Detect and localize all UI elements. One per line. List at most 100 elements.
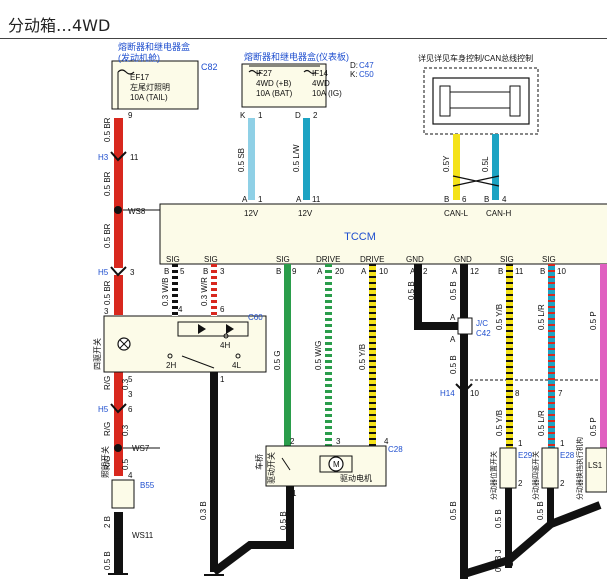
pin-a-2: A: [410, 267, 416, 276]
pin-10-h14: 10: [470, 389, 479, 398]
pin-2: 2: [423, 267, 428, 276]
wire-can-h: [492, 134, 499, 200]
term-6-mid: 6: [128, 405, 133, 414]
term-3-top-switch: 3: [104, 307, 109, 316]
term-3-h5: 3: [130, 268, 135, 277]
tccm-sig-4: SIG: [500, 255, 514, 264]
wire-p-label-b: 0.5 P: [589, 417, 598, 436]
wire-yb-11: [506, 264, 513, 450]
diode-block: [177, 321, 249, 337]
wire-03-label-1: 0.3: [121, 378, 130, 390]
term-d: D: [295, 111, 301, 120]
if27-rating: 10A (BAT): [256, 89, 293, 98]
tccm-pin-6: 6: [462, 195, 467, 204]
splice-ws7: [114, 444, 122, 452]
term-9: 9: [128, 111, 133, 120]
four-wd-switch-box: [103, 315, 267, 373]
wire-b-e29: [505, 488, 512, 568]
connector-h14-mark: [455, 383, 473, 394]
tccm-12v-2: 12V: [298, 209, 313, 218]
can-module-left-bar: [439, 85, 451, 117]
wire-sb-label: 0.5 SB: [237, 148, 246, 172]
diode-icon-2: [226, 324, 234, 334]
twisted-pair-icon: [452, 175, 500, 187]
splice-ws11: [114, 531, 122, 539]
pin-1-switch: 1: [220, 375, 225, 384]
act-pin-2: 2: [290, 437, 295, 446]
fd-mode-switch-box: [541, 447, 559, 489]
engine-fuse-box-sub: (发动机舱): [118, 52, 160, 63]
wire-2b-label: 2 B: [103, 516, 112, 528]
wire-yb-label-11a: 0.5 Y/B: [495, 304, 504, 330]
label-e28: E28: [560, 451, 575, 460]
splice-j: [505, 560, 513, 568]
wire-y-label: 0.5Y: [442, 155, 451, 172]
motor-label: 驱动电机: [340, 473, 372, 483]
pin-b-9: B: [276, 267, 281, 276]
if27-desc: 4WD (+B): [256, 79, 292, 88]
wire-wb-5: [172, 264, 178, 316]
wire-03-label-2: 0.3: [121, 424, 130, 436]
term-5-switch: 5: [128, 375, 133, 384]
label-c28: C28: [388, 445, 403, 454]
four-wd-switch-label: 四驱开关: [92, 338, 102, 370]
tccm-module: [159, 203, 607, 265]
if14-id: IF14: [312, 69, 329, 78]
pin-8: 8: [515, 389, 520, 398]
splice-ws8: [114, 206, 122, 214]
engine-fuse-box: [111, 60, 199, 110]
wire-b-from-switch: [210, 372, 218, 572]
fd-position-switch-label: 分动器位置开关: [489, 451, 498, 500]
tccm-sig-5: SIG: [542, 255, 556, 264]
panel-ref-d-label: D:: [350, 61, 358, 70]
can-note-text: 详见详见车身控制/CAN总线控制: [418, 53, 533, 63]
act-pin-1: 1: [292, 489, 297, 498]
tccm-pin-4: 4: [502, 195, 507, 204]
label-4h: 4H: [220, 341, 230, 350]
panel-ref-d: C47: [359, 61, 374, 70]
wire-05b-label-mid: 0.5 B: [279, 511, 288, 530]
wire-05bj-label: 0.5B J: [494, 549, 503, 572]
ef17-fuse-symbol: [117, 69, 135, 75]
label-ws8: WS8: [128, 207, 146, 216]
wire-05-label-1: 0.5: [121, 458, 130, 470]
wire-p-label-a: 0.5 P: [589, 311, 598, 330]
wire-05b-gnd12-label: 0.5 B: [449, 281, 458, 300]
can-note-dashed: [423, 67, 539, 135]
tccm-sig-2: SIG: [204, 255, 218, 264]
label-h5b: H5: [98, 405, 109, 414]
wire-br-label-2: 0.5 BR: [103, 171, 112, 196]
switch-contact-4l: [235, 353, 241, 359]
term-3-mid: 3: [128, 390, 133, 399]
tccm-can-l: CAN-L: [444, 209, 469, 218]
term-11-h3: 11: [130, 153, 139, 162]
fd-actuator-label: 分动器换挡执行机构: [575, 437, 584, 500]
wire-br-lower: [114, 275, 123, 315]
wire-wg: [325, 264, 332, 450]
tccm-drive-2: DRIVE: [360, 255, 384, 264]
actuator-switch-lever: [281, 457, 291, 471]
label-4l: 4L: [232, 361, 241, 370]
wire-05b-label-left: 0.5 B: [103, 551, 112, 570]
wire-b-merge: [462, 501, 602, 578]
label-ws11: WS11: [132, 531, 154, 540]
if14-rating: 10A (IG): [312, 89, 342, 98]
ef17-desc: 左尾灯照明: [130, 82, 170, 92]
pin-7: 7: [558, 389, 563, 398]
wire-g-label: 0.5 G: [273, 350, 282, 370]
wire-can-l: [453, 134, 460, 200]
mode-switch-label: 照明开关: [100, 446, 110, 478]
panel-fuse-box-name: 熔断器和继电器盒(仪表板): [244, 51, 349, 62]
pin-b-10: B: [540, 267, 545, 276]
engine-fuse-box-name: 熔断器和继电器盒: [118, 41, 190, 52]
label-b55: B55: [140, 481, 155, 490]
pin-6-switch: 6: [220, 305, 225, 314]
tccm-12v-1: 12V: [244, 209, 259, 218]
fd-position-switch-box: [499, 447, 517, 489]
ef17-rating: 10A (TAIL): [130, 93, 168, 102]
wire-br-label-1: 0.5 BR: [103, 117, 112, 142]
fd-mode-switch-label: 分动器四驱开关: [531, 451, 540, 500]
pin-a-10: A: [361, 267, 367, 276]
term-k: K: [240, 111, 246, 120]
